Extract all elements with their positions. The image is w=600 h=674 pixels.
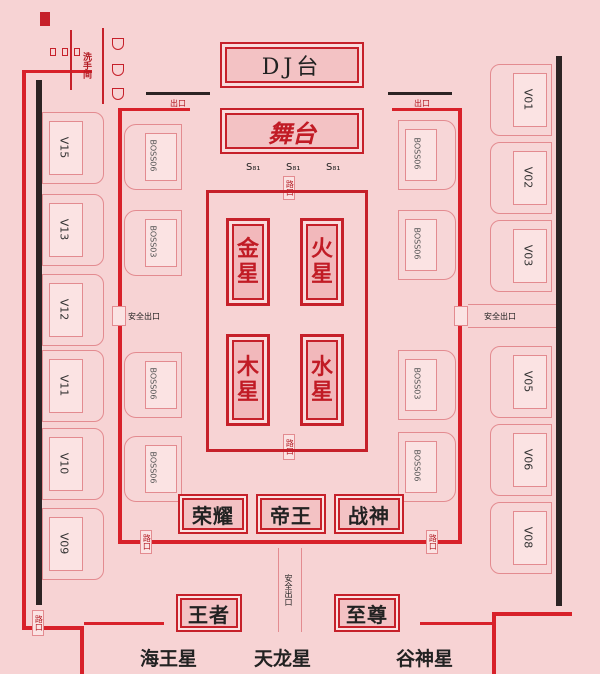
restroom-label: 洗手间 bbox=[81, 52, 91, 79]
urinal-icon bbox=[50, 48, 56, 56]
left-dark-wall bbox=[36, 80, 42, 605]
corridor-wall-left bbox=[84, 622, 164, 625]
road-bottom-left: 路口 bbox=[140, 530, 152, 554]
boss-sofa-right[interactable]: BOSS06 bbox=[398, 432, 456, 502]
road-top-center: 路口 bbox=[283, 176, 295, 200]
exit-side-left-marker bbox=[112, 306, 126, 326]
stall-icon bbox=[112, 88, 124, 100]
dance-floor bbox=[206, 190, 368, 452]
stage-label: 舞台 bbox=[268, 118, 316, 148]
restroom-wall bbox=[102, 28, 104, 104]
vip-room-wangzhe[interactable]: 王者 bbox=[176, 594, 242, 632]
restroom-divider bbox=[70, 30, 72, 90]
speaker-label: S₈₁ bbox=[326, 162, 341, 173]
zone-gushen[interactable]: 谷神星 bbox=[396, 648, 454, 670]
main-stage: 舞台 bbox=[220, 108, 364, 154]
booth-mu[interactable]: 木星 bbox=[226, 334, 270, 426]
exit-bottom-label: 安全出口 bbox=[284, 574, 293, 606]
zone-haiwang[interactable]: 海王星 bbox=[140, 648, 198, 670]
hall-wall-top-right bbox=[392, 108, 462, 111]
booth-huo[interactable]: 火星 bbox=[300, 218, 344, 306]
boss-sofa-right[interactable]: BOSS03 bbox=[398, 350, 456, 420]
right-dark-wall bbox=[556, 56, 562, 606]
outer-wall-left bbox=[22, 70, 26, 630]
outer-wall-bottom-left bbox=[22, 626, 82, 630]
road-far-left: 路口 bbox=[32, 610, 44, 636]
exit-top-right-label: 出口 bbox=[414, 99, 430, 108]
urinal-icon bbox=[62, 48, 68, 56]
booth-jin[interactable]: 金星 bbox=[226, 218, 270, 306]
outer-wall-bottom-step bbox=[80, 626, 84, 674]
dj-booth: DJ台 bbox=[220, 42, 364, 88]
restroom-area: 洗手间 bbox=[38, 8, 138, 104]
vip-sofa-right[interactable]: V06 bbox=[490, 424, 552, 496]
vip-room-diwang[interactable]: 帝王 bbox=[256, 494, 326, 534]
vip-sofa-left[interactable]: V15 bbox=[42, 112, 104, 184]
outer-wall-top bbox=[22, 70, 92, 73]
exit-top-left-bar bbox=[146, 92, 210, 95]
boss-sofa-right[interactable]: BOSS06 bbox=[398, 210, 456, 280]
vip-sofa-left[interactable]: V13 bbox=[42, 194, 104, 266]
exit-bottom-path bbox=[278, 548, 302, 632]
corridor-wall-right bbox=[420, 622, 496, 625]
exit-top-right-bar bbox=[388, 92, 452, 95]
road-bottom-right: 路口 bbox=[426, 530, 438, 554]
zone-tianlong[interactable]: 天龙星 bbox=[254, 648, 312, 670]
vip-room-zhanshen[interactable]: 战神 bbox=[334, 494, 404, 534]
vip-sofa-right[interactable]: V08 bbox=[490, 502, 552, 574]
outer-wall-bottom-right bbox=[492, 612, 572, 616]
vip-room-zhizun[interactable]: 至尊 bbox=[334, 594, 400, 632]
hall-wall-right bbox=[458, 108, 462, 544]
vip-sofa-right[interactable]: V01 bbox=[490, 64, 552, 136]
stall-icon bbox=[112, 64, 124, 76]
exit-side-right-marker bbox=[454, 306, 468, 326]
boss-sofa-right[interactable]: BOSS06 bbox=[398, 120, 456, 190]
exit-side-left-label: 安全出口 bbox=[128, 312, 160, 321]
speaker-label: S₈₁ bbox=[246, 162, 261, 173]
speaker-label: S₈₁ bbox=[286, 162, 301, 173]
vip-sofa-left[interactable]: V12 bbox=[42, 274, 104, 346]
exit-top-left-label: 出口 bbox=[170, 99, 186, 108]
vip-sofa-left[interactable]: V11 bbox=[42, 350, 104, 422]
boss-sofa-left[interactable]: BOSS06 bbox=[124, 352, 182, 418]
hall-wall-left bbox=[118, 108, 122, 544]
exit-side-right-path bbox=[468, 304, 556, 328]
vip-sofa-left[interactable]: V10 bbox=[42, 428, 104, 500]
vip-sofa-left[interactable]: V09 bbox=[42, 508, 104, 580]
vip-room-rongyao[interactable]: 荣耀 bbox=[178, 494, 248, 534]
stall-icon bbox=[112, 38, 124, 50]
vip-sofa-right[interactable]: V05 bbox=[490, 346, 552, 418]
booth-shui[interactable]: 水星 bbox=[300, 334, 344, 426]
road-mid-center: 路口 bbox=[283, 434, 295, 460]
boss-sofa-left[interactable]: BOSS06 bbox=[124, 124, 182, 190]
boss-sofa-left[interactable]: BOSS06 bbox=[124, 436, 182, 502]
vip-sofa-right[interactable]: V03 bbox=[490, 220, 552, 292]
hall-wall-top-left bbox=[118, 108, 190, 111]
outer-wall-bottom-right-step bbox=[492, 612, 496, 674]
restroom-door-icon bbox=[40, 12, 50, 26]
exit-side-right-label: 安全出口 bbox=[484, 312, 516, 321]
dj-label: DJ台 bbox=[261, 55, 323, 80]
hall-wall-bottom bbox=[118, 540, 462, 544]
urinal-icon bbox=[74, 48, 80, 56]
vip-sofa-right[interactable]: V02 bbox=[490, 142, 552, 214]
boss-sofa-left[interactable]: BOSS03 bbox=[124, 210, 182, 276]
